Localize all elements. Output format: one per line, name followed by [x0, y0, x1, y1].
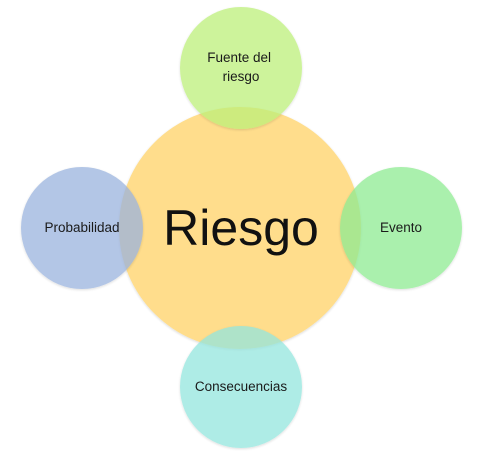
consecuencias-label-line-1: Consecuencias: [195, 379, 288, 394]
fuente-label-line-1: Fuente del: [207, 50, 271, 65]
center-label: Riesgo: [163, 200, 319, 256]
evento-label-line-1: Evento: [380, 220, 422, 235]
fuente-label: Fuente del riesgo: [207, 50, 275, 84]
consecuencias-circle: [180, 326, 302, 448]
fuente-label-line-2: riesgo: [223, 69, 260, 84]
evento-circle: [340, 167, 462, 289]
center-circle: [119, 107, 361, 349]
probabilidad-circle: [21, 167, 143, 289]
evento-label: Evento: [380, 220, 422, 235]
probabilidad-label: Probabilidad: [44, 220, 119, 235]
consecuencias-label: Consecuencias: [195, 379, 288, 394]
probabilidad-label-line-1: Probabilidad: [44, 220, 119, 235]
fuente-circle: [180, 7, 302, 129]
